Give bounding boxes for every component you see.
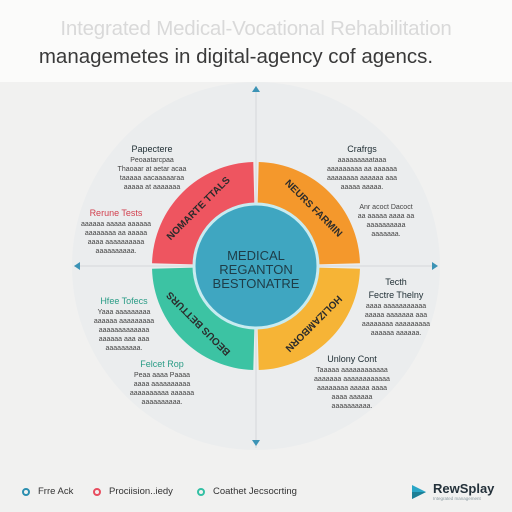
callout-line: aaaa aaaaaaaaaa [87,239,145,246]
callout-line: aaaaaa aaaaaa. [370,330,422,337]
callout-line: aaaaaaaaataaa [337,157,387,164]
legend-item: Frre Ack [22,486,73,497]
callout-line: aaaaa aaaaa. [340,184,384,191]
callout-heading: Rerune Tests [89,208,143,218]
callout-line: aaaaaaaa aaaaa aaaa [316,385,388,392]
callout-left-lower: Hfee Tofecs Yaaa aaaaaaaaa aaaaaa aaaaaa… [68,295,180,353]
callout-line: aaaa aaaaaa [331,394,373,401]
callout-mid-right: Anr acoct Dacoct aa aaaaa aaaa aa aaaaaa… [330,203,442,239]
callout-line: aaaaaa aaaaaaaaa [93,318,155,325]
callout-line: aaaaaaaaaa aaaaaa [129,390,195,397]
callout-line: Peaa aaaa Paaaa [133,372,191,379]
callout-line: aaaaaaaaaa. [141,399,183,406]
callout-top-right: Crafrgs aaaaaaaaataaa aaaaaaaaa aa aaaaa… [306,143,418,192]
callout-heading: Felcet Rop [140,359,184,369]
callout-line: Peoaatarcpaa [130,157,174,164]
callout-top-left: Papectere Peoaatarcpaa Thaoaar at aetar … [96,143,208,192]
callout-bottom-left: Felcet Rop Peaa aaaa Paaaa aaaa aaaaaaaa… [106,358,218,407]
page-subtitle: managemetes in digital-agency cof agencs… [38,45,434,68]
callout-line: aaaaaaaa aaaaaaaaa [361,321,431,328]
callout-line: aaaaa at aaaaaaa [123,184,181,191]
callout-line: Yaaa aaaaaaaaa [97,309,151,316]
legend-label: Coathet Jecsocrting [213,486,297,497]
ring-segments [152,162,360,370]
callout-line: aaaaaa aaaaa aaaaaa [80,221,152,228]
callout-line: aaaaaaaa aa aaaaa [84,230,148,237]
brand-logo: RewSplay Integrated management [410,482,494,502]
callout-line: aaaa aaaaaaaaaa [133,381,191,388]
callout-line: aaaaaaaaaaaaa [98,327,150,334]
legend-label: Prociision..iedy [109,486,173,497]
legend-dot-icon [93,487,101,496]
callout-bottom-right: Unlony Cont Taaaaa aaaaaaaaaaaa aaaaaaa … [296,353,408,411]
callout-heading: Papectere [131,144,173,154]
arrow-down-icon [252,440,260,446]
ring-segment [152,267,255,370]
arrow-up-icon [252,86,260,92]
callout-line: aaaaaaa. [371,231,401,238]
callout-line: aaaa aaaaaaaaaaa [365,303,427,310]
callout-right-lower: Tecth Fectre Thelny aaaa aaaaaaaaaaa aaa… [340,276,452,338]
callout-subheading: Fectre Thelny [368,290,424,300]
callout-heading: Tecth [385,277,407,287]
callout-line: aa aaaaa aaaa aa [357,213,415,220]
callout-line: aaaaaaaaaa [366,222,406,229]
arrow-right-icon [432,262,438,270]
callout-line: aaaaaaaaaa. [331,403,373,410]
callout-line: aaaaaaa aaaaaaaaaaaa [314,376,390,383]
callout-line: aaaaaaaaa aa aaaaaa [326,166,398,173]
callout-line: Anr acoct Dacoct [359,204,413,211]
callout-line: Taaaaa aaaaaaaaaaaa [316,367,388,374]
legend-dot-icon [22,487,30,496]
ring-segment [152,162,255,265]
legend-label: Frre Ack [38,486,74,497]
legend-item: Coathet Jecsocrting [197,486,297,497]
callout-heading: Hfee Tofecs [100,296,148,306]
callout-line: taaaaa aacaaaaaraa [119,175,185,182]
center-label-1: MEDICAL [227,248,285,263]
title-band [0,0,512,82]
callout-line: aaaaaaaaaa. [95,248,137,255]
brand-tagline: Integrated management [433,496,481,501]
legend: Frre Ack Prociision..iedy Coathet Jecsoc… [0,478,512,508]
brand-mark-icon [412,485,426,499]
page-title: Integrated Medical-Vocational Rehabilita… [60,17,452,40]
callout-heading: Crafrgs [347,144,377,154]
callout-line: aaaaa aaaaaaa aaa [364,312,428,319]
callout-left-upper: Rerune Tests aaaaaa aaaaa aaaaaa aaaaaaa… [60,207,172,256]
callout-line: Thaoaar at aetar acaa [117,166,187,173]
callout-line: aaaaaa aaa aaa [98,336,150,343]
legend-dot-icon [197,487,205,496]
ring-segment [257,162,360,265]
center-circle [192,202,320,330]
center-label-2: REGANTON [219,262,292,277]
legend-item: Prociision..iedy [93,486,173,497]
arrow-left-icon [74,262,80,270]
center-label-3: BESTONATRE [213,276,300,291]
brand-name: RewSplay [433,481,495,496]
ring-segment [257,267,360,370]
callout-line: aaaaaaaaa. [105,345,143,352]
callout-line: aaaaaaaa aaaaaa aaa [326,175,398,182]
callout-heading: Unlony Cont [327,354,377,364]
